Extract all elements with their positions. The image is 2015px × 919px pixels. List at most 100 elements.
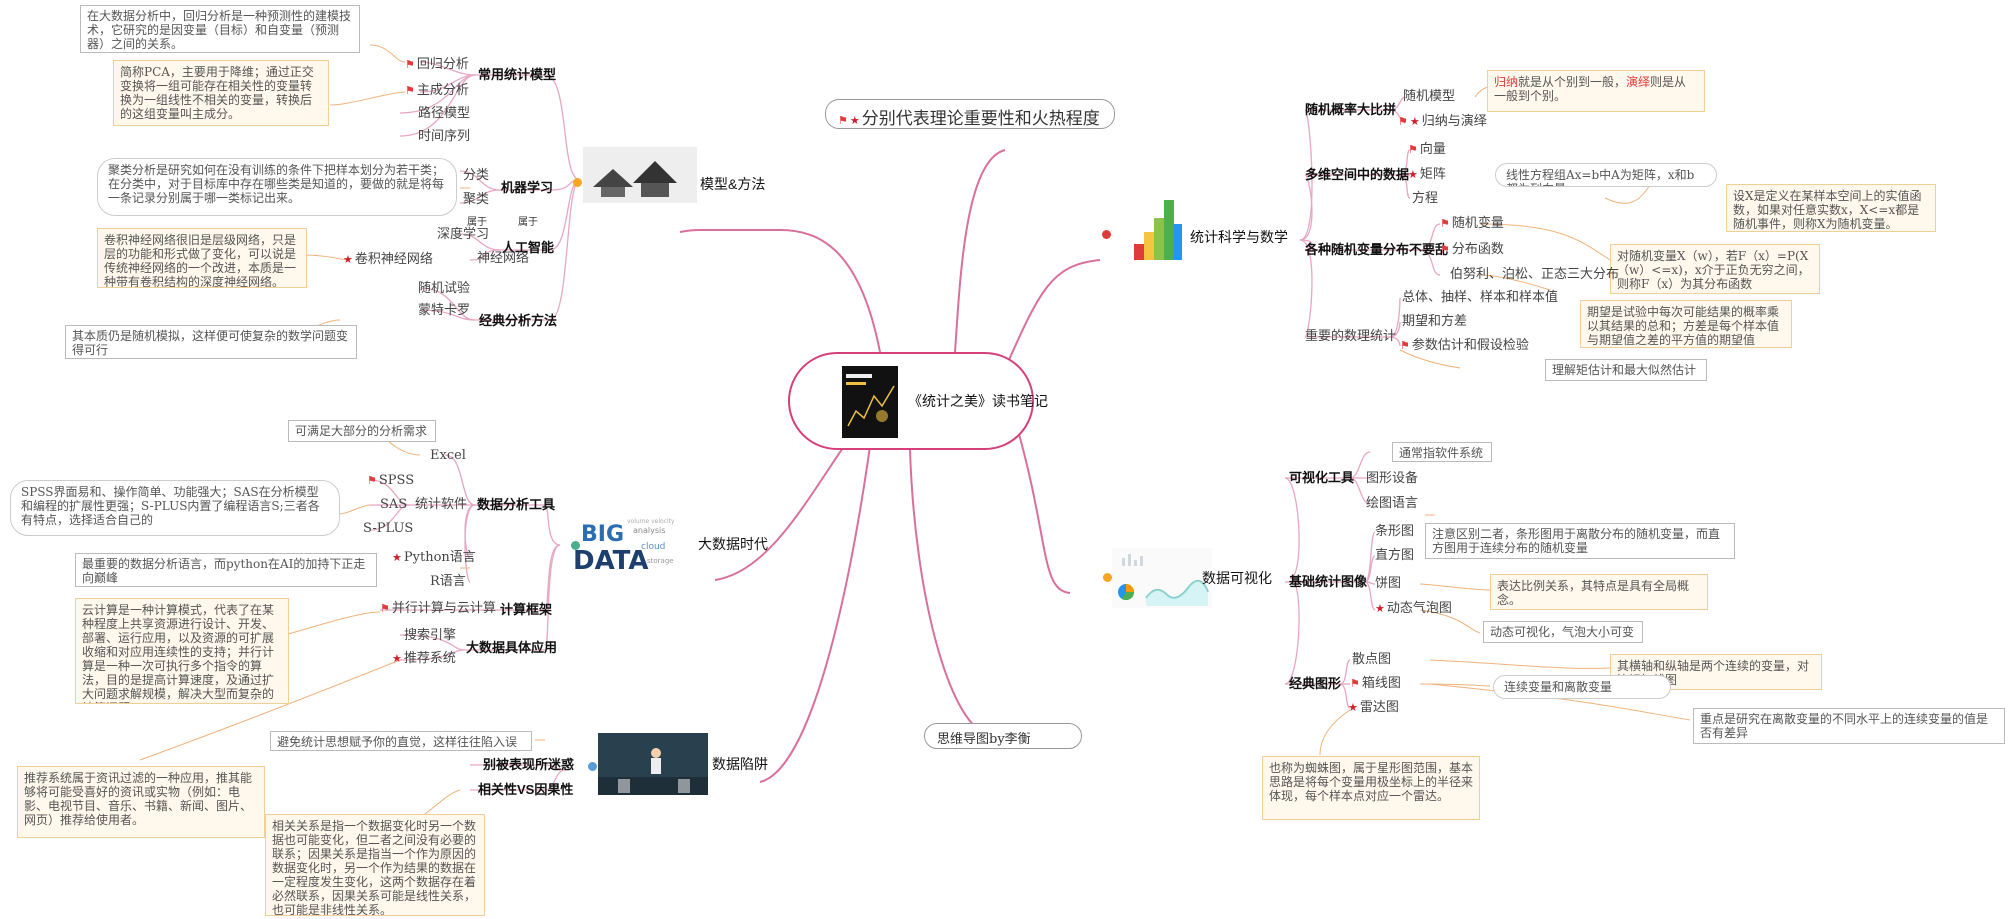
star-icon: ★ [849,114,860,127]
bubble-chart-node[interactable]: ★动态气泡图 [1375,601,1452,616]
excel-note: 可满足大部分的分析需求 [288,420,436,442]
deep-learning-node[interactable]: 深度学习 [437,227,490,242]
rv-node[interactable]: ⚑随机变量 [1440,216,1504,231]
flag-icon: ⚑ [1408,143,1418,156]
radar-node[interactable]: ★雷达图 [1348,700,1399,715]
bar-note: 注意区别二者，条形图用于离散分布的随机变量，而直方图用于连续分布的随机变量 [1425,523,1735,559]
spss-node[interactable]: ⚑SPSS [367,473,415,488]
svg-text:BIG: BIG [581,522,624,547]
ai-node[interactable]: 人工智能 [502,240,555,255]
classic-methods-node[interactable]: 经典分析方法 [479,313,558,328]
pca-note: 简称PCA，主要用于降维；通过正交变换将一组可能存在相关性的变量转换为一组线性不… [113,60,329,126]
priority-badge [588,762,597,771]
population-node[interactable]: 总体、抽样、样本和样本值 [1402,290,1559,305]
trap-topic[interactable]: 数据陷阱 [712,756,768,772]
common-models-node[interactable]: 常用统计模型 [478,67,557,82]
viz-topic[interactable]: 数据可视化 [1202,570,1272,586]
author-topic[interactable]: 思维导图by李衡 [924,723,1082,749]
sas-node[interactable]: SAS [380,497,408,512]
graphics-device-node[interactable]: 图形设备 [1366,471,1419,486]
stat-software-node[interactable]: 统计软件 [415,497,468,512]
common-sw-note: 通常指软件系统 [1392,442,1492,462]
bigdata-topic[interactable]: 大数据时代 [698,536,768,552]
excel-node[interactable]: Excel [430,448,466,463]
r-node[interactable]: R语言 [430,574,466,589]
corr-note: 相关关系是指一个数据变化时另一个数据也可能变化，但二者之间没有必要的联系；因果关… [265,814,485,916]
relation-label: 属于 [467,217,487,228]
svg-text:analysis: analysis [633,526,665,535]
theory-topic[interactable]: ⚑★分别代表理论重要性和火热程度 [825,99,1115,129]
matrix-node[interactable]: ★矩阵 [1408,167,1446,182]
parallel-node[interactable]: ⚑并行计算与云计算 [380,601,496,616]
boxplot-node[interactable]: ⚑箱线图 [1350,676,1401,691]
plot-language-node[interactable]: 绘图语言 [1366,496,1419,511]
software-note: SPSS界面易和、操作简单、功能强大；SAS在分析模型和编程的扩展性更强；S-P… [10,480,340,536]
classify-node[interactable]: 分类 [463,168,490,183]
viz-tools-node[interactable]: 可视化工具 [1289,470,1355,485]
induction-node[interactable]: ⚑★归纳与演绎 [1398,114,1487,129]
theory-label: 分别代表理论重要性和火热程度 [861,109,1100,129]
prob-node[interactable]: 随机概率大比拼 [1305,102,1397,117]
star-icon: ★ [392,551,402,564]
cluster-node[interactable]: 聚类 [463,192,490,207]
timeseries-node[interactable]: 时间序列 [418,129,471,144]
flag-icon: ⚑ [380,602,390,615]
basic-charts-node[interactable]: 基础统计图像 [1289,574,1368,589]
montecarlo-note: 其本质仍是随机模拟，这样便可使复杂的数学问题变得可行 [65,325,357,359]
montecarlo-node[interactable]: 蒙特卡罗 [418,303,471,318]
multi-dim-node[interactable]: 多维空间中的数据 [1305,167,1410,182]
stats-topic[interactable]: 统计科学与数学 [1190,229,1288,245]
rv-note: 设X是定义在某样本空间上的实值函数，如果对任意实数x，X<=x都是随机事件，则称… [1726,184,1936,232]
pie-chart-node[interactable]: 饼图 [1375,576,1402,591]
random-trial-node[interactable]: 随机试验 [418,281,471,296]
flag-icon: ⚑ [1440,217,1450,230]
histogram-node[interactable]: 直方图 [1375,548,1415,563]
splus-node[interactable]: S-PLUS [363,521,414,536]
svg-text:cloud: cloud [641,542,665,552]
equation-node[interactable]: 方程 [1412,191,1439,206]
fooled-node[interactable]: 别被表现所迷惑 [483,757,575,772]
scatter-node[interactable]: 散点图 [1352,652,1392,667]
bar-chart-node[interactable]: 条形图 [1375,524,1415,539]
central-title: 《统计之美》读书笔记 [908,393,1048,409]
corr-node[interactable]: 相关性VS因果性 [478,782,574,797]
recommend-node[interactable]: ★推荐系统 [392,651,456,666]
central-topic[interactable]: 《统计之美》读书笔记 [788,352,1048,450]
nn-node[interactable]: 神经网络 [477,251,530,266]
ml-node[interactable]: 机器学习 [501,180,554,195]
search-engine-node[interactable]: 搜索引擎 [404,628,457,643]
pca-node[interactable]: ⚑主成分析 [405,83,469,98]
flag-icon: ⚑ [838,114,848,127]
important-stats-node[interactable]: 重要的数理统计 [1305,329,1397,344]
ml-note: 聚类分析是研究如何在没有训练的条件下把样本划分为若干类； 在分类中，对于目标库中… [97,158,457,216]
flag-icon: ⚑ [405,84,415,97]
cnn-node[interactable]: ★卷积神经网络 [343,252,433,267]
regression-note: 在大数据分析中，回归分析是一种预测性的建模技术，它研究的是因变量（目标）和自变量… [80,5,360,53]
star-icon: ★ [1409,115,1420,128]
expect-node[interactable]: 期望和方差 [1402,314,1468,329]
flag-icon: ⚑ [1440,243,1450,256]
star-icon: ★ [343,253,353,266]
star-icon: ★ [1348,701,1358,714]
matrix-note: 线性方程组Ax=b中A为矩阵，x和b都为列向量 [1495,163,1717,187]
tools-node[interactable]: 数据分析工具 [477,497,556,512]
regression-node[interactable]: ⚑回归分析 [405,57,469,72]
star-icon: ★ [392,652,402,665]
apps-node[interactable]: 大数据具体应用 [466,640,558,655]
prob-model-node[interactable]: 随机模型 [1403,89,1456,104]
compute-node[interactable]: 计算框架 [500,602,553,617]
three-dist-node[interactable]: 伯努利、泊松、正态三大分布 [1450,267,1620,282]
python-node[interactable]: ★Python语言 [392,550,476,565]
svg-text:volume velocity: volume velocity [627,518,675,525]
param-node[interactable]: ⚑参数估计和假设检验 [1400,338,1529,353]
path-model-node[interactable]: 路径模型 [418,106,471,121]
flag-icon: ⚑ [1398,115,1408,128]
priority-badge [571,541,580,550]
svg-text:storage: storage [647,557,674,565]
classic-charts-node[interactable]: 经典图形 [1289,676,1342,691]
methods-topic[interactable]: 模型&方法 [700,176,766,192]
cdf-node[interactable]: ⚑分布函数 [1440,242,1504,257]
dist-node[interactable]: 各种随机变量分布不要乱 [1305,242,1449,257]
fooled-note: 避免统计思想赋予你的直觉，这样往往陷入误区 [270,731,532,751]
vector-node[interactable]: ⚑向量 [1408,142,1446,157]
